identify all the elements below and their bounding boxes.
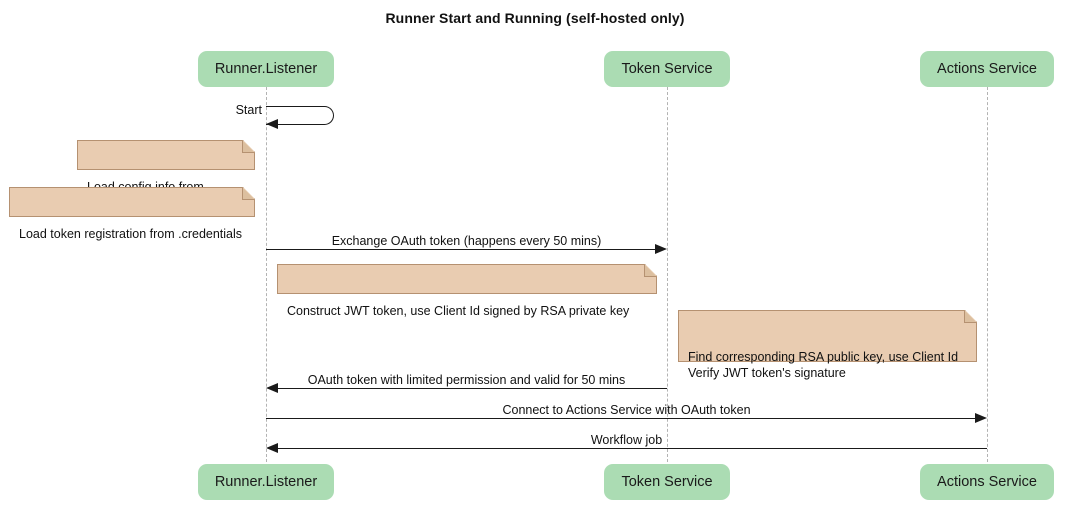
message-line-connect-actions xyxy=(266,418,976,419)
lifeline-token xyxy=(667,87,668,462)
message-line-exchange xyxy=(266,249,656,250)
diagram-title: Runner Start and Running (self-hosted on… xyxy=(385,10,685,26)
arrowhead-exchange xyxy=(655,243,667,254)
arrowhead-workflow-job xyxy=(266,442,278,453)
note-load-config: Load config info from .runner xyxy=(77,140,255,210)
participant-runner-bottom[interactable]: Runner.Listener xyxy=(198,464,334,500)
participant-label: Token Service xyxy=(621,474,713,490)
message-label-workflow-job: Workflow job xyxy=(590,433,663,447)
participant-label: Runner.Listener xyxy=(214,61,318,77)
note-text: Find corresponding RSA public key, use C… xyxy=(688,350,959,380)
note-text: Construct JWT token, use Client Id signe… xyxy=(287,304,630,318)
arrowhead-oauth-return xyxy=(266,382,278,393)
message-selfloop-start xyxy=(266,106,334,125)
note-text: Load token registration from .credential… xyxy=(19,227,243,241)
participant-token-bottom[interactable]: Token Service xyxy=(604,464,730,500)
message-label-connect-actions: Connect to Actions Service with OAuth to… xyxy=(502,403,751,417)
participant-label: Actions Service xyxy=(937,474,1037,490)
message-label-exchange: Exchange OAuth token (happens every 50 m… xyxy=(331,234,602,248)
lifeline-actions xyxy=(987,87,988,462)
participant-runner-top[interactable]: Runner.Listener xyxy=(198,51,334,87)
participant-actions-bottom[interactable]: Actions Service xyxy=(920,464,1054,500)
lifeline-runner xyxy=(266,87,267,462)
message-line-workflow-job xyxy=(277,448,987,449)
participant-token-top[interactable]: Token Service xyxy=(604,51,730,87)
participant-label: Runner.Listener xyxy=(214,474,318,490)
participant-actions-top[interactable]: Actions Service xyxy=(920,51,1054,87)
arrowhead-connect-actions xyxy=(975,412,987,423)
message-label-oauth-return: OAuth token with limited permission and … xyxy=(307,373,626,387)
note-construct-jwt: Construct JWT token, use Client Id signe… xyxy=(277,264,657,318)
message-line-oauth-return xyxy=(277,388,667,389)
participant-label: Actions Service xyxy=(937,61,1037,77)
participant-label: Token Service xyxy=(621,61,713,77)
arrowhead-start xyxy=(266,119,278,129)
note-verify-jwt: Find corresponding RSA public key, use C… xyxy=(678,310,977,380)
message-label-start: Start xyxy=(235,103,262,117)
note-load-credentials: Load token registration from .credential… xyxy=(9,187,255,241)
